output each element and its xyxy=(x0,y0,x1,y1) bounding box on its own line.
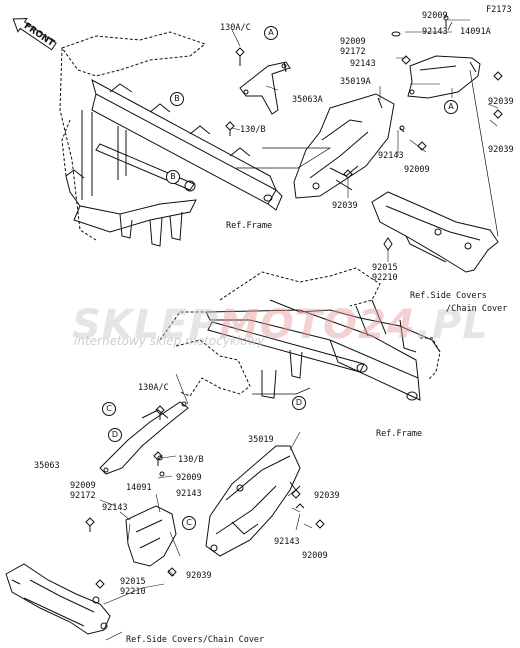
label-92015-bottom: 92015 xyxy=(120,577,146,587)
label-35019: 35019 xyxy=(248,435,274,445)
label-14091: 14091 xyxy=(126,483,152,493)
label-92172-bottom: 92172 xyxy=(70,491,96,501)
front-direction-arrow: FRONT xyxy=(7,11,60,55)
label-92039-top-a: 92039 xyxy=(488,97,514,107)
side-cover-top xyxy=(371,191,499,273)
top-bolts xyxy=(225,47,245,136)
bracket-35063 xyxy=(99,401,189,475)
label-130AC-bottom: 130A/C xyxy=(138,383,169,393)
label-35063A: 35063A xyxy=(292,95,323,105)
label-92009-bottom-c: 92009 xyxy=(302,551,328,561)
top-small-hardware xyxy=(343,15,503,179)
callout-c-bottom-1: C xyxy=(102,402,116,416)
label-130B-top: 130/B xyxy=(240,125,266,135)
figure-code: F2173 xyxy=(486,5,512,15)
label-92009-top-b: 92009 xyxy=(340,37,366,47)
label-92039-top-c: 92039 xyxy=(332,201,358,211)
label-92039-bottom-a: 92039 xyxy=(314,491,340,501)
top-guide-line xyxy=(447,21,499,237)
bottom-bolts xyxy=(153,405,165,466)
label-92172-top: 92172 xyxy=(340,47,366,57)
label-130AC-top: 130A/C xyxy=(220,23,251,33)
bracket-35063A xyxy=(239,61,291,115)
label-ref-frame-bottom: Ref.Frame xyxy=(376,429,423,439)
label-92143-bottom-c: 92143 xyxy=(274,537,300,547)
label-ref-side-covers-top: Ref.Side Covers xyxy=(410,291,487,301)
plate-14091 xyxy=(125,505,177,567)
label-ref-frame-top: Ref.Frame xyxy=(226,221,273,231)
label-92009-top-a: 92009 xyxy=(422,11,448,21)
top-frame-assembly xyxy=(59,31,332,247)
label-92210-top: 92210 xyxy=(372,273,398,283)
label-92009-bottom-b: 92009 xyxy=(70,481,96,491)
callout-b-top-1: B xyxy=(170,92,184,106)
label-ref-side-covers-bottom: Ref.Side Covers/Chain Cover xyxy=(126,635,265,645)
chain-guard-35019 xyxy=(205,445,301,557)
top-leader-lines xyxy=(231,19,499,262)
callout-d-bottom-1: D xyxy=(108,428,122,442)
plate-14091A xyxy=(407,55,481,99)
label-92210-bottom: 92210 xyxy=(120,587,146,597)
callout-c-bottom-2: C xyxy=(182,516,196,530)
label-35063: 35063 xyxy=(34,461,60,471)
callout-a-top-2: A xyxy=(444,100,458,114)
label-92009-bottom-a: 92009 xyxy=(176,473,202,483)
side-cover-bottom xyxy=(5,563,111,635)
label-92143-bottom-a: 92143 xyxy=(176,489,202,499)
callout-a-top: A xyxy=(264,26,278,40)
bottom-small-hardware xyxy=(85,455,325,589)
label-14091A: 14091A xyxy=(460,27,491,37)
bottom-frame-assembly xyxy=(159,267,441,401)
label-92009-top-c: 92009 xyxy=(404,165,430,175)
label-92143-top-c: 92143 xyxy=(378,151,404,161)
label-ref-chain-cover-top: /Chain Cover xyxy=(446,304,508,314)
label-92015-top: 92015 xyxy=(372,263,398,273)
label-92143-bottom-b: 92143 xyxy=(102,503,128,513)
bottom-guide-lines xyxy=(99,373,313,641)
label-92039-top-b: 92039 xyxy=(488,145,514,155)
chain-guard-35019A xyxy=(293,93,395,199)
label-130B-bottom: 130/B xyxy=(178,455,204,465)
callout-b-top-2: B xyxy=(166,170,180,184)
label-92039-bottom-b: 92039 xyxy=(186,571,212,581)
watermark-logo: SKLEPMOTO24.PL xyxy=(72,302,489,348)
watermark-subtitle: internetowy sklep motocyklowy xyxy=(74,334,265,348)
callout-d-bottom-2: D xyxy=(292,396,306,410)
label-92143-top-b: 92143 xyxy=(350,59,376,69)
label-35019A: 35019A xyxy=(340,77,371,87)
label-92143-top-a: 92143 xyxy=(422,27,448,37)
